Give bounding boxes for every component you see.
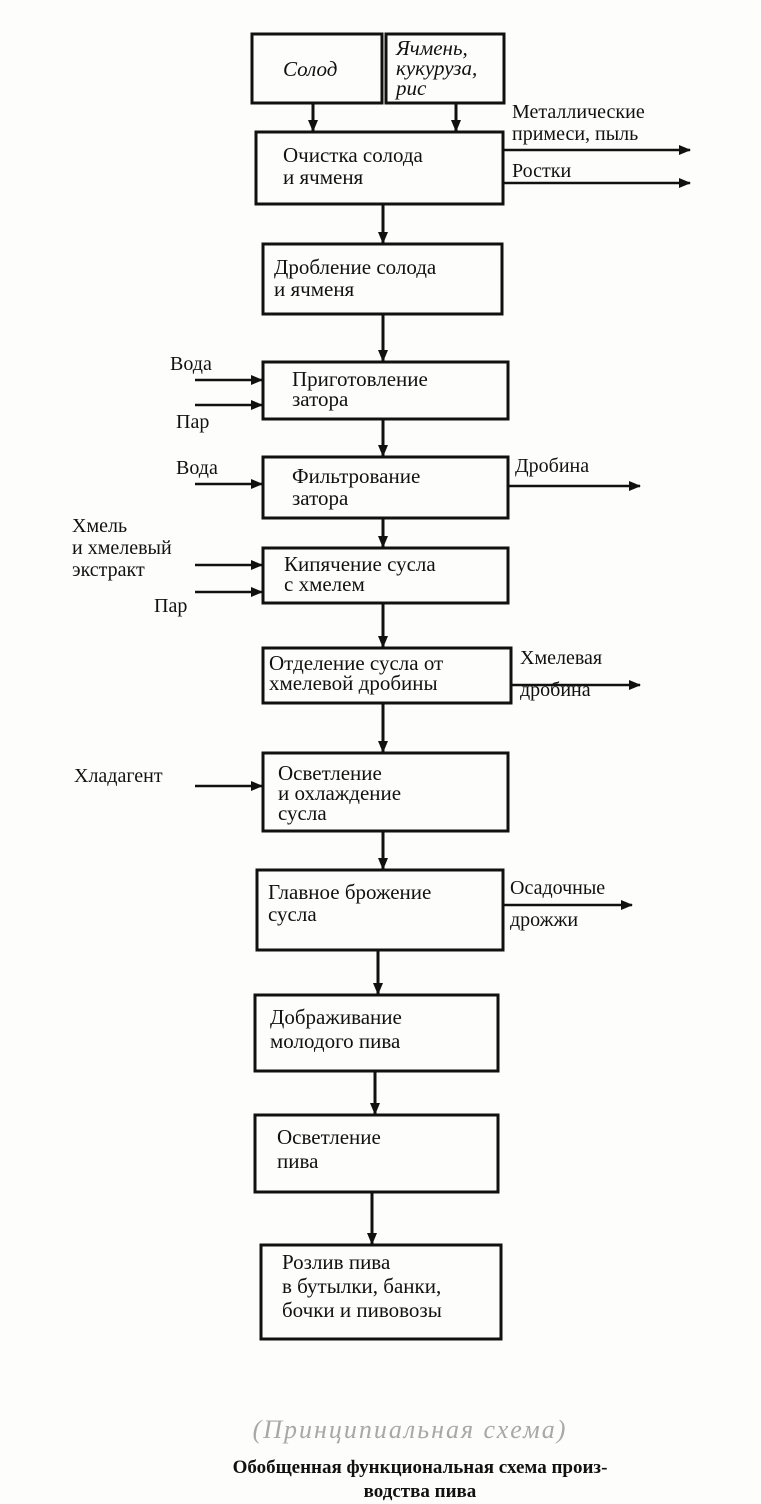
process-box-separation	[261, 646, 513, 705]
process-box-bottling	[259, 1243, 503, 1341]
output-label-spent-grain: Дробина	[515, 455, 589, 477]
input-label-steam1: Пар	[176, 411, 209, 433]
input-label-steam2: Пар	[154, 595, 187, 617]
process-box-cleaning	[254, 130, 505, 206]
process-label-malt: Солод	[283, 57, 337, 81]
process-box-boiling	[261, 546, 510, 605]
process-box-grain	[384, 32, 506, 105]
process-label-grain: Ячмень,кукуруза,рис	[394, 36, 477, 100]
process-box-filtering	[261, 455, 510, 520]
caption-line-2: водства пива	[363, 1481, 477, 1502]
handwritten-note: (Принципиальная схема)	[252, 1415, 568, 1444]
output-label-sprouts: Ростки	[512, 160, 571, 182]
process-box-clarification	[261, 751, 510, 833]
process-box-fermentation	[255, 868, 505, 952]
input-label-coolant: Хладагент	[74, 765, 163, 787]
input-label-water1: Вода	[170, 353, 212, 375]
input-label-water2: Вода	[176, 457, 218, 479]
process-box-mashing	[261, 360, 510, 421]
process-box-malt	[250, 32, 384, 105]
caption-line-1: Обобщенная функциональная схема произ-	[232, 1457, 608, 1478]
process-box-beer-clarification	[253, 1113, 500, 1194]
figure-caption: Обобщенная функциональная схема произ- в…	[140, 1456, 700, 1504]
